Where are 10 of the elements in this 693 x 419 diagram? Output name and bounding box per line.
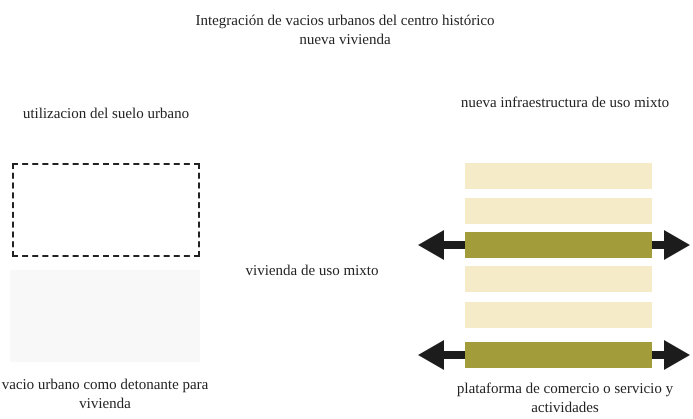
heading-text: nueva infraestructura de uso mixto [460, 94, 670, 113]
caption-text: vacio urbano como detonante para vivienda [0, 376, 210, 414]
arrow [418, 230, 465, 260]
diagram-title: Integración de vacios urbanos del centro histórico nueva vivienda [194, 12, 496, 50]
caption-text: plataforma de comercio o servicio y actividades [456, 380, 674, 418]
arrow [652, 230, 690, 260]
arrow [418, 340, 465, 370]
center-label: vivienda de uso mixto [244, 262, 380, 281]
heading-text: utilizacion del suelo urbano [22, 105, 190, 124]
arrow [652, 340, 690, 370]
